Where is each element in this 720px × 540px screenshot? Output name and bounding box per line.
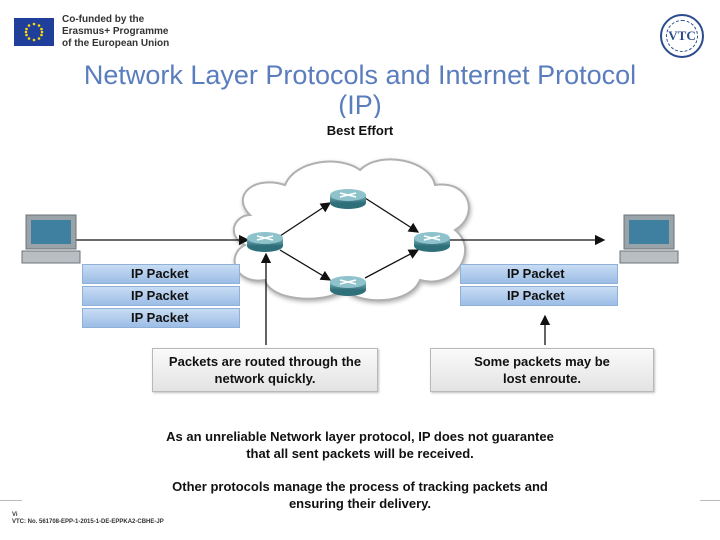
caption-unreliable: As an unreliable Network layer protocol,…: [100, 428, 620, 462]
logo-text: VTC: [668, 28, 696, 43]
eu-line: of the European Union: [62, 38, 170, 49]
eu-line: Co-funded by the: [62, 14, 145, 25]
page-title: Network Layer Protocols and Internet Pro…: [83, 60, 637, 118]
network-cloud: [232, 158, 470, 302]
ip-packet-right: IP Packet: [460, 286, 618, 306]
router-icon: [247, 232, 283, 252]
caption-line: ensuring their delivery.: [288, 496, 432, 511]
footer-line-text: Vi: [12, 512, 18, 518]
caption-line: Other protocols manage the process of tr…: [172, 479, 548, 494]
callout-line: lost enroute.: [502, 371, 581, 386]
callout-line: Packets are routed through the: [168, 354, 362, 369]
link: [364, 197, 420, 233]
callout-line: network quickly.: [214, 371, 316, 386]
link: [279, 202, 332, 237]
callout-routed-quickly: Packets are routed through the network q…: [152, 348, 378, 392]
router-icon: [414, 232, 450, 252]
footer-divider: [0, 500, 22, 501]
caption-line: As an unreliable Network layer protocol,…: [166, 429, 554, 444]
project-code: Vi VTC: No. 561708-EPP-1-2015-1-DE-EPPKA…: [12, 512, 164, 526]
footer-divider: [700, 500, 720, 501]
computer-icon: [619, 214, 679, 264]
ip-packet-left: IP Packet: [82, 264, 240, 284]
computer-icon: [21, 214, 81, 264]
ip-packet-right: IP Packet: [460, 264, 618, 284]
vtc-logo: VTC: [660, 14, 704, 58]
link: [279, 249, 332, 281]
footer-line-text: VTC: No. 561708-EPP-1-2015-1-DE-EPPKA2-C…: [12, 519, 164, 525]
eu-funding-text: Co-funded by the Erasmus+ Programme of t…: [62, 14, 172, 50]
router-icon: [330, 189, 366, 209]
logo-ring: [666, 20, 698, 52]
link: [364, 249, 420, 279]
callout-line: Some packets may be: [474, 354, 610, 369]
caption-line: that all sent packets will be received.: [246, 446, 474, 461]
diagram-title: Best Effort: [326, 123, 394, 138]
ip-packet-left: IP Packet: [82, 308, 240, 328]
router-icon: [330, 276, 366, 296]
eu-line: Erasmus+ Programme: [62, 26, 169, 37]
ip-packet-left: IP Packet: [82, 286, 240, 306]
eu-flag-icon: [14, 18, 54, 46]
caption-other-protocols: Other protocols manage the process of tr…: [100, 478, 620, 512]
callout-packets-lost: Some packets may be lost enroute.: [430, 348, 654, 392]
